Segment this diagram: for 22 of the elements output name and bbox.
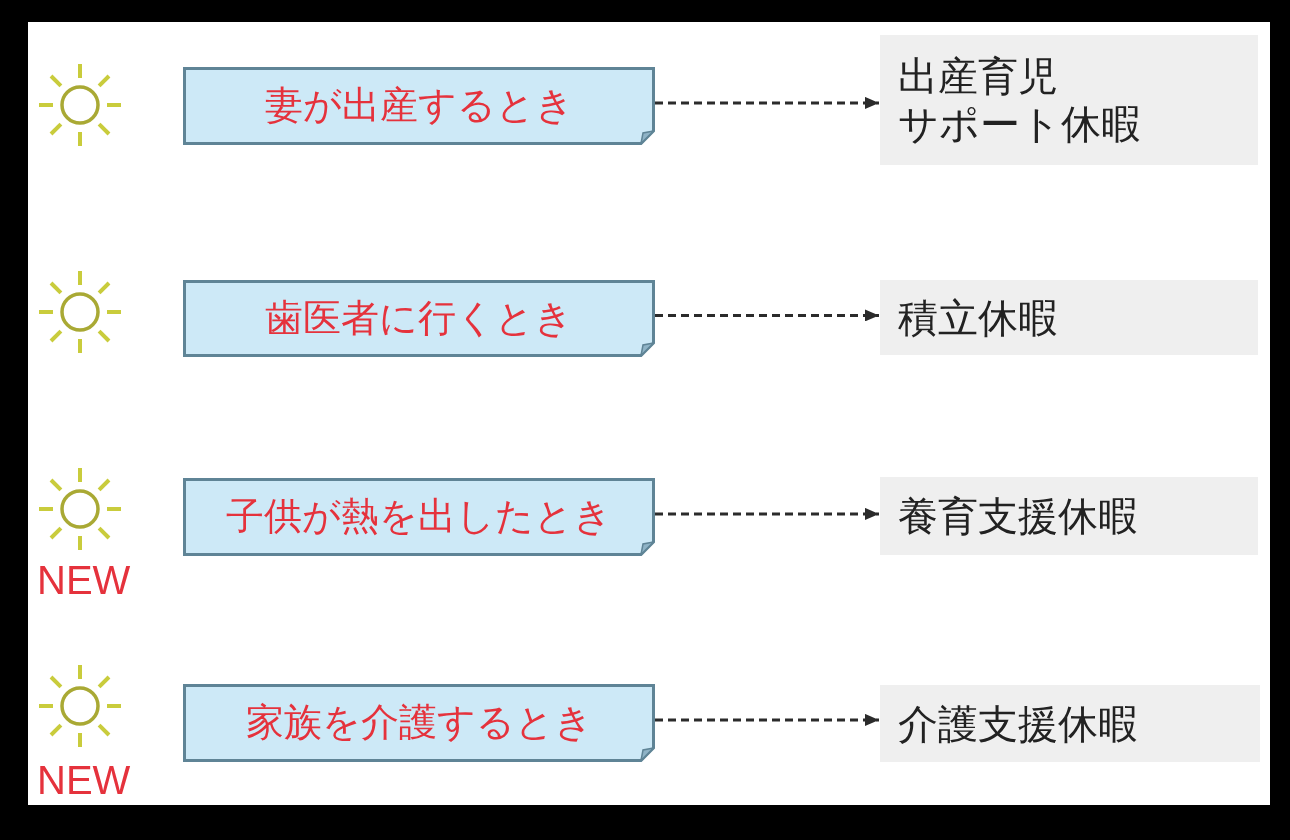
- box-text: 家族を介護するとき: [245, 702, 593, 744]
- leave-box: [880, 280, 1258, 355]
- box-text: 出産育児サポート休暇: [898, 52, 1141, 148]
- note-box: [183, 478, 655, 556]
- box-text: 養育支援休暇: [898, 492, 1138, 540]
- dashed-arrow: [655, 507, 879, 520]
- box-text: 歯医者に行くとき: [265, 297, 573, 340]
- box-text: 積立休暇: [898, 293, 1058, 342]
- leave-box: [880, 477, 1258, 555]
- note-box: [183, 280, 655, 357]
- dashed-arrow: [655, 713, 879, 726]
- note-box: [183, 67, 655, 145]
- box-text: 介護支援休暇: [898, 699, 1138, 748]
- new-label: NEW: [37, 560, 131, 600]
- new-label: NEW: [37, 760, 131, 800]
- box-text: 妻が出産するとき: [264, 85, 574, 127]
- dashed-arrow: [655, 96, 879, 109]
- note-box: [183, 684, 655, 762]
- box-text: 子供が熱を出したとき: [226, 496, 612, 538]
- leave-box: [880, 685, 1260, 762]
- dashed-arrow: [655, 309, 879, 322]
- leave-box: [880, 35, 1258, 165]
